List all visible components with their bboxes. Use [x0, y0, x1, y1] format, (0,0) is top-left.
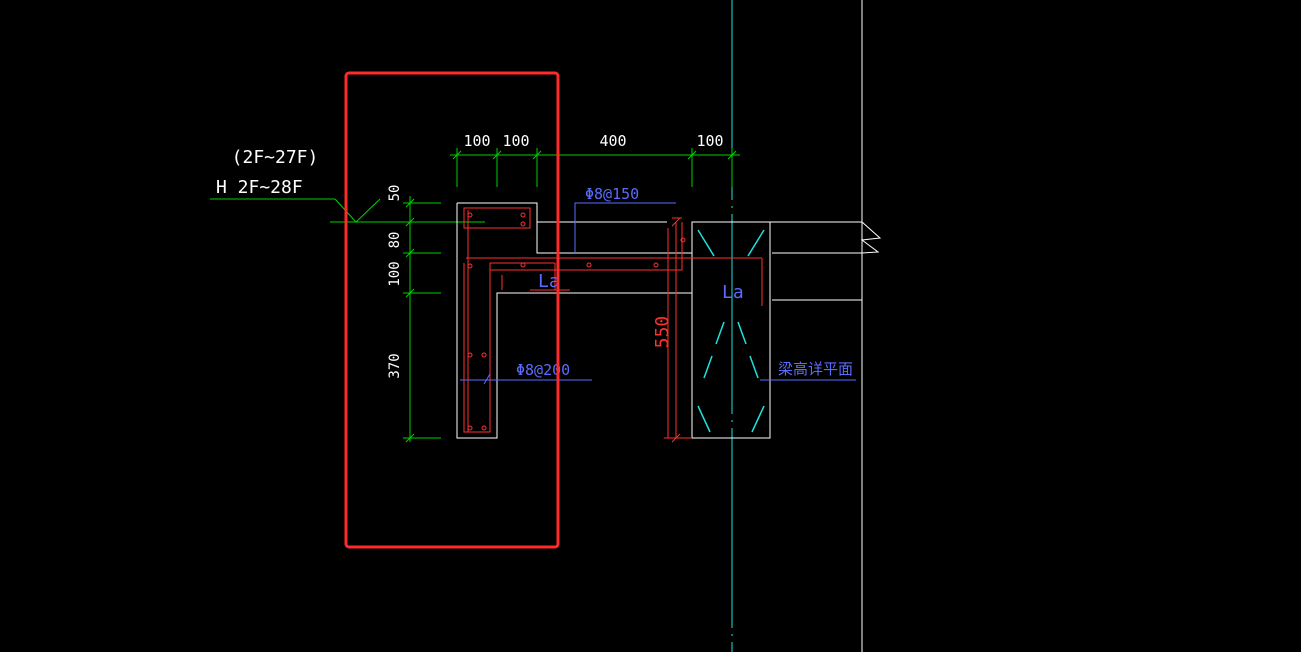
stirrup-top-leader [574, 202, 676, 253]
rebar-dots [467, 212, 686, 431]
dim-h-4: 100 [696, 132, 723, 150]
floor-range-bottom: H 2F~28F [216, 177, 303, 198]
break-line-icon [860, 221, 882, 254]
beam-section [691, 221, 771, 439]
stirrup-top-label: Φ8@150 [585, 185, 639, 203]
left-dimension-chain [403, 196, 441, 443]
anchor-label-right: La [722, 282, 744, 303]
rebar-cage [463, 207, 763, 438]
dim-h-2: 100 [502, 132, 529, 150]
elevation-marker-icon [210, 198, 485, 223]
dim-v-2: 80 [387, 232, 403, 249]
dim-v-1: 50 [387, 185, 403, 202]
beam-depth-dimension [664, 217, 692, 443]
highlight-selection-box [344, 71, 560, 549]
dim-v-3: 100 [387, 261, 403, 286]
dim-v-4: 370 [387, 353, 403, 378]
dim-h-1: 100 [463, 132, 490, 150]
top-dimension-chain [450, 148, 740, 187]
beam-cross-marks [697, 229, 765, 433]
beam-depth-label: 550 [652, 316, 673, 349]
anchor-label-left: La [538, 271, 560, 292]
dim-h-3: 400 [599, 132, 626, 150]
beam-note-label: 梁高详平面 [778, 360, 853, 378]
floor-range-top: (2F~27F) [232, 147, 319, 168]
stirrup-bottom-leader [460, 373, 592, 385]
stirrup-bottom-label: Φ8@200 [516, 361, 570, 379]
